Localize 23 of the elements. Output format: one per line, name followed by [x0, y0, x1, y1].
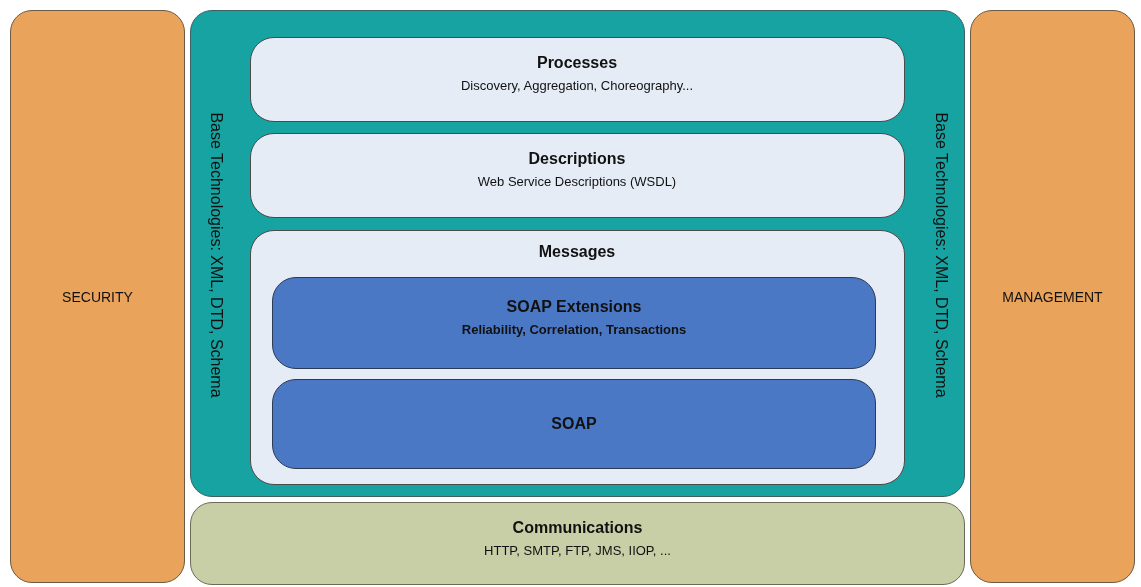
- side-panel: [970, 10, 1135, 583]
- layer-description: Web Service Descriptions (WSDL): [476, 174, 678, 189]
- layer-box: [249, 229, 905, 485]
- layer-title: Messages: [537, 242, 617, 261]
- vertical-label: Base Technologies: XML, DTD, Schema: [932, 110, 951, 400]
- layer-description: Reliability, Correlation, Transactions: [460, 322, 688, 337]
- layer-box: [249, 132, 905, 218]
- communications-box: [190, 502, 965, 585]
- soap-box: [272, 277, 876, 369]
- layer-description: Discovery, Aggregation, Choreography...: [459, 78, 695, 93]
- panel-label: MANAGEMENT: [1001, 288, 1104, 305]
- layer-description: HTTP, SMTP, FTP, JMS, IIOP, ...: [483, 542, 672, 558]
- panel-label: SECURITY: [61, 288, 134, 305]
- layer-title: Processes: [535, 54, 619, 72]
- layer-title: SOAP Extensions: [505, 298, 643, 316]
- layer-title: Descriptions: [527, 150, 627, 168]
- vertical-label: Base Technologies: XML, DTD, Schema: [207, 110, 226, 400]
- stack-frame: [190, 10, 965, 497]
- layer-title: SOAP: [550, 415, 598, 433]
- layer-title: Communications: [511, 518, 644, 537]
- side-panel: [10, 10, 185, 583]
- layer-box: [249, 36, 905, 122]
- soap-box: [272, 379, 876, 469]
